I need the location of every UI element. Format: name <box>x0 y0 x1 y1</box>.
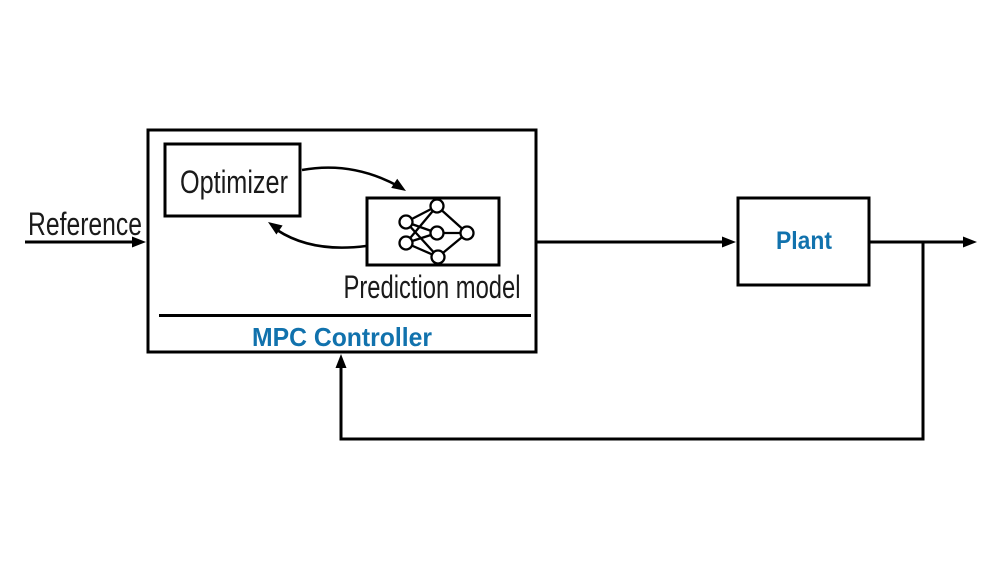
arrowhead-icon <box>268 222 283 235</box>
plant-label: Plant <box>776 227 833 255</box>
feedback-loop-arrow <box>335 242 925 441</box>
optimizer-box <box>163 142 302 218</box>
prediction-to-optimizer-arrow <box>268 222 367 249</box>
mpc-controller-box <box>146 128 538 354</box>
curve-line <box>301 166 399 188</box>
plant-box <box>736 196 871 287</box>
prediction-model-label: Prediction model <box>344 269 521 305</box>
optimizer-to-prediction-arrow <box>301 166 406 191</box>
optimizer-label: Optimizer <box>180 164 288 200</box>
mpc-controller-label: MPC Controller <box>252 322 432 352</box>
arrowhead-icon <box>963 236 977 248</box>
arrowhead-icon <box>722 236 736 248</box>
plant-output-arrow <box>870 236 977 248</box>
arrowhead-icon <box>335 354 347 368</box>
arrowhead-icon <box>391 178 406 191</box>
reference-label: Reference <box>28 206 142 242</box>
mpc-to-plant-arrow <box>537 236 736 248</box>
neural-network-icon <box>398 198 475 265</box>
curve-line <box>276 228 367 249</box>
reference-arrow <box>25 236 146 248</box>
feedback-line <box>339 242 925 441</box>
arrowhead-icon <box>132 236 146 248</box>
